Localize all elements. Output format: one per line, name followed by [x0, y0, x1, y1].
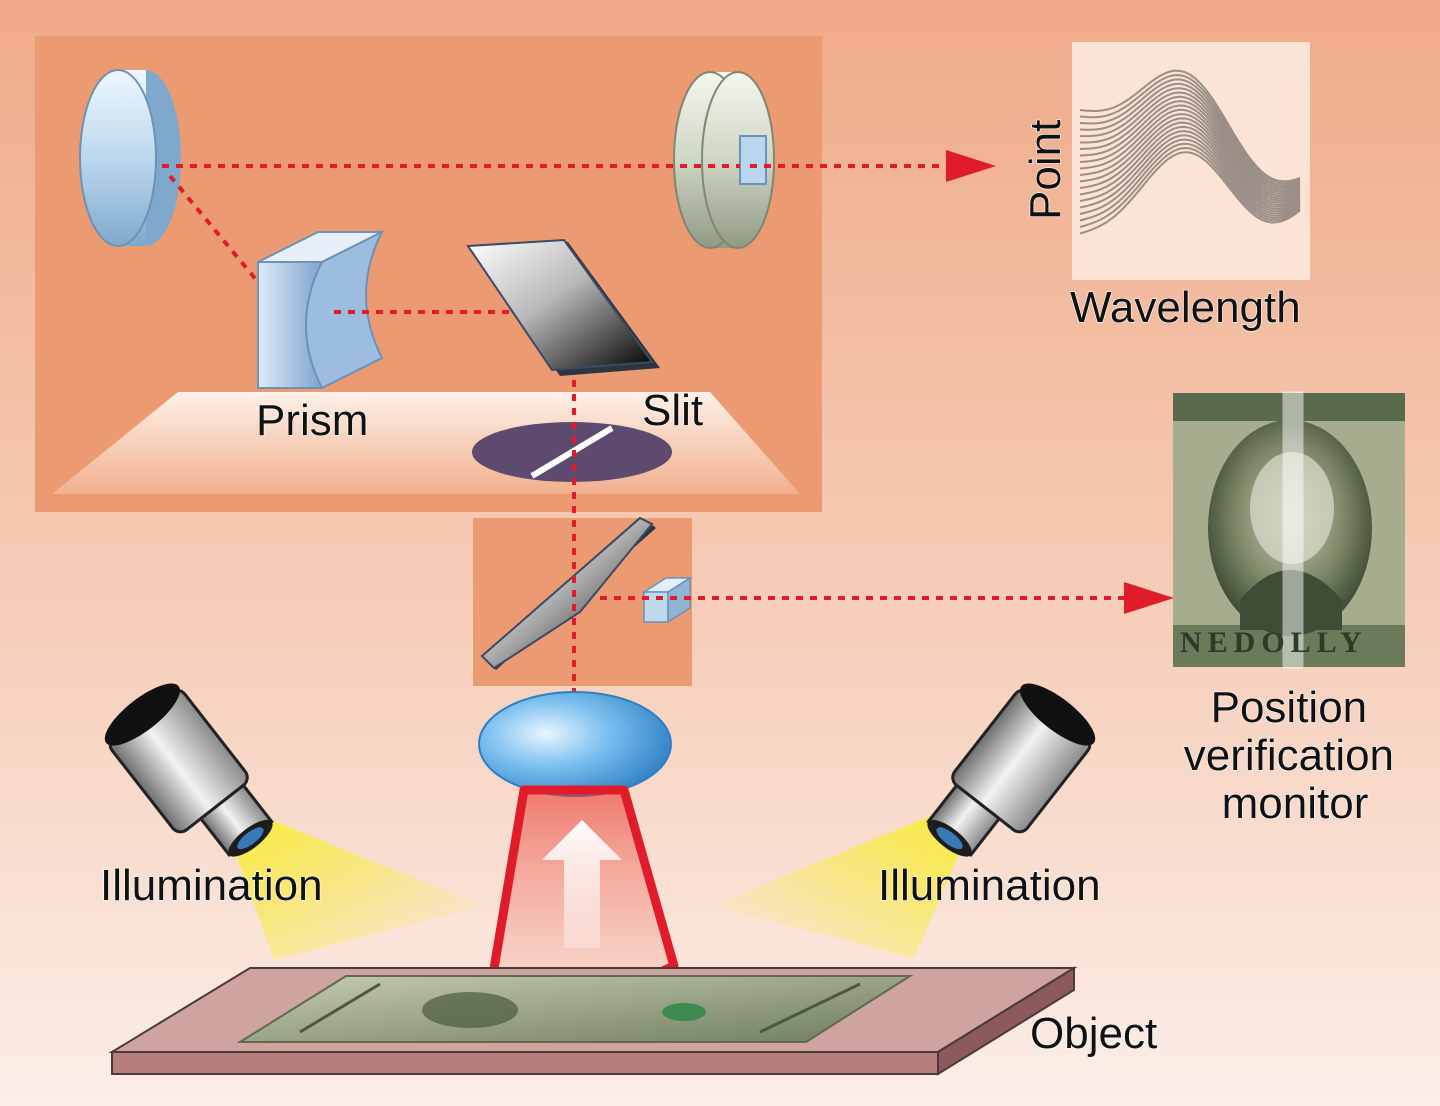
spectral-curve [1079, 121, 1301, 208]
position-monitor-line-1: Position [1211, 683, 1368, 732]
spectral-curve [1079, 87, 1301, 191]
spectral-curve [1079, 130, 1301, 213]
spectral-curve [1080, 91, 1301, 193]
spectral-curve [1079, 142, 1301, 222]
illumination-lamp-left-icon [104, 683, 274, 857]
slit-label: Slit [642, 386, 703, 435]
point-label: Point [1021, 120, 1070, 220]
banknote-object-icon [236, 975, 914, 1043]
spectral-curve [1079, 117, 1301, 206]
prism-icon [257, 229, 385, 390]
beam-splitter-icon [480, 516, 656, 670]
spectral-curve [1079, 82, 1301, 189]
arrow-to-monitor [1124, 582, 1174, 614]
position-verification-monitor: NEDOLLY [1173, 391, 1405, 669]
wavelength-label: Wavelength [1070, 283, 1301, 332]
illumination-right-label: Illumination [878, 861, 1101, 910]
spectral-curve [1079, 125, 1301, 211]
position-monitor-label: Position verification monitor [1184, 683, 1407, 828]
mirror-right-icon [673, 71, 775, 249]
scan-line-icon [1282, 391, 1304, 669]
spectral-curve [1079, 69, 1301, 183]
illumination-left-label: Illumination [100, 861, 323, 910]
spectral-curve [1079, 104, 1301, 200]
spectral-curve [1079, 74, 1301, 185]
arrow-to-plot [946, 150, 996, 182]
object-plate [108, 966, 1078, 1076]
spectral-curve [1079, 100, 1301, 198]
spectral-curve [1079, 108, 1301, 202]
position-monitor-line-3: monitor [1222, 779, 1369, 828]
hyperspectral-plot [1072, 42, 1310, 280]
position-monitor-line-2: verification [1184, 731, 1394, 780]
spectral-curve [1079, 134, 1301, 215]
svg-text:NEDOLLY: NEDOLLY [1180, 626, 1368, 659]
objective-lens-icon [478, 691, 672, 797]
spectral-curves [1079, 69, 1301, 235]
object-label: Object [1030, 1009, 1157, 1058]
optical-path [162, 164, 1130, 740]
spectral-curve [1079, 146, 1301, 228]
spectral-curve [1079, 95, 1301, 195]
spectral-curve [1079, 113, 1301, 204]
upward-arrow-icon [542, 820, 622, 948]
prism-label: Prism [256, 396, 368, 445]
spectral-curve [1079, 78, 1301, 187]
illumination-lamp-right-icon [926, 683, 1096, 857]
illumination-cone-left [226, 816, 482, 960]
spectral-curve [1079, 151, 1301, 235]
mirror-left-icon [79, 69, 181, 247]
detector-slit-icon [739, 135, 767, 185]
small-camera-icon [641, 576, 693, 624]
spectral-curve [1079, 138, 1301, 217]
grating-icon [466, 238, 660, 376]
illumination-cone-right [712, 812, 972, 958]
